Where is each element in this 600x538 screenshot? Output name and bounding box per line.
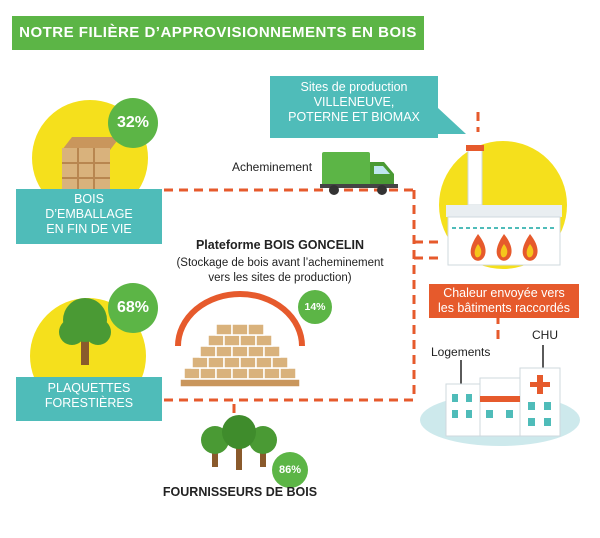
log-pile-icon: [175, 291, 305, 388]
log: [271, 356, 289, 369]
production-sites-line3: POTERNE ET BIOMAX: [288, 110, 420, 124]
log: [223, 356, 241, 369]
log: [247, 345, 265, 358]
packaging-line3: EN FIN DE VIE: [46, 222, 132, 236]
production-sites-box: Sites de production VILLENEUVE, POTERNE …: [270, 76, 438, 138]
forest-icon: [201, 415, 277, 470]
suppliers-percent-badge: 86%: [272, 452, 308, 488]
tree-icon: [59, 298, 111, 365]
log: [207, 334, 225, 347]
log: [239, 334, 257, 347]
log: [239, 356, 257, 369]
flame-icons: [470, 234, 538, 261]
log-base: [179, 378, 301, 388]
forest-line2: FORESTIÈRES: [44, 396, 134, 410]
suppliers-label: FOURNISSEURS DE BOIS: [162, 485, 318, 499]
hospital-label: CHU: [532, 328, 558, 342]
forest-line1: PLAQUETTES: [47, 381, 131, 395]
heat-distribution-box: Chaleur envoyée vers les bâtiments racco…: [429, 284, 579, 318]
packaging-wood-box: BOIS D’EMBALLAGE EN FIN DE VIE: [16, 189, 162, 244]
log: [199, 367, 217, 380]
production-sites-line2: VILLENEUVE,: [313, 95, 395, 109]
log: [215, 367, 233, 380]
buildings-icon: [420, 345, 580, 446]
platform-description: (Stockage de bois avant l’acheminement v…: [150, 256, 410, 286]
platform-desc-line2: vers les sites de production): [208, 272, 352, 284]
forest-percent-badge: 68%: [108, 283, 158, 333]
flame-icon: [522, 234, 538, 261]
log: [207, 356, 225, 369]
log: [215, 323, 233, 336]
callout-pointer: [438, 108, 466, 134]
log: [231, 367, 249, 380]
log: [215, 345, 233, 358]
log: [263, 367, 281, 380]
heat-line1: Chaleur envoyée vers: [443, 286, 565, 300]
flame-icon: [496, 234, 512, 261]
page-title: NOTRE FILIÈRE D’APPROVISIONNEMENTS EN BO…: [12, 16, 424, 50]
log: [199, 345, 217, 358]
flame-icon: [470, 234, 486, 261]
log: [231, 345, 249, 358]
log: [263, 345, 281, 358]
production-sites-line1: Sites de production: [300, 80, 408, 94]
forest-chips-box: PLAQUETTES FORESTIÈRES: [16, 377, 162, 421]
log: [247, 367, 265, 380]
wood-crate-icon: [62, 137, 120, 194]
packaging-percent-badge: 32%: [108, 98, 158, 148]
platform-percent-badge: 14%: [298, 290, 332, 324]
platform-title: Plateforme BOIS GONCELIN: [195, 238, 365, 252]
packaging-line2: D’EMBALLAGE: [45, 207, 133, 221]
transport-label: Acheminement: [232, 160, 313, 174]
housing-label: Logements: [431, 345, 491, 359]
log: [255, 334, 273, 347]
log: [191, 356, 209, 369]
log: [231, 323, 249, 336]
heat-line2: les bâtiments raccordés: [437, 301, 570, 315]
log: [183, 367, 201, 380]
log: [255, 356, 273, 369]
platform-desc-line1: (Stockage de bois avant l’acheminement: [176, 257, 384, 269]
truck-icon: [320, 152, 398, 195]
log: [223, 334, 241, 347]
log: [247, 323, 265, 336]
packaging-line1: BOIS: [74, 192, 104, 206]
log: [279, 367, 297, 380]
